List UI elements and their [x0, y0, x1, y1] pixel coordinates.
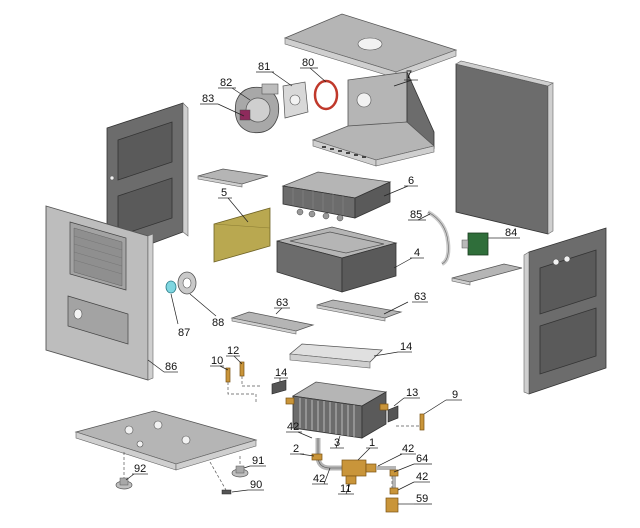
callout-9: 9: [452, 389, 458, 401]
callout-81: 81: [258, 61, 270, 73]
callout-5: 5: [221, 187, 227, 199]
drip-tray: [289, 343, 383, 369]
fan-seal-ring: [313, 79, 339, 111]
combustion-hood: [311, 71, 435, 167]
foot-clip: [209, 461, 232, 495]
callout-86: 86: [165, 361, 177, 373]
flange-plate: [282, 81, 309, 119]
rear-panel: [455, 60, 554, 235]
sight-glass-gasket: [177, 271, 197, 295]
top-cover-plate: [283, 13, 458, 79]
callout-42-a: 42: [287, 421, 299, 433]
callout-59: 59: [416, 493, 428, 505]
callout-42-c: 42: [313, 473, 325, 485]
sight-glass: [165, 280, 177, 294]
callout-92: 92: [134, 463, 146, 475]
callout-64: 64: [416, 453, 428, 465]
callout-42-b: 42: [402, 443, 414, 455]
callout-91: 91: [252, 455, 264, 467]
pressure-sensor: [396, 413, 425, 431]
callout-10: 10: [211, 355, 223, 367]
callout-42-d: 42: [416, 471, 428, 483]
burner-box: [276, 226, 398, 293]
callout-4: 4: [414, 247, 420, 259]
callout-1: 1: [369, 437, 375, 449]
thermostat-bracket: [387, 405, 399, 423]
burner-strip-left: [230, 311, 315, 335]
left-side-panel: [106, 102, 189, 261]
front-door-panel: [45, 205, 154, 381]
right-shelf: [451, 263, 523, 286]
temperature-sensors: [225, 361, 260, 402]
sensor-bracket: [271, 379, 287, 395]
callout-7: 7: [406, 69, 412, 81]
control-module: [461, 232, 489, 256]
insulation-panel: [213, 207, 271, 263]
callout-63-right: 63: [414, 291, 426, 303]
upper-shelf-bracket: [197, 168, 269, 188]
callout-82: 82: [220, 77, 232, 89]
primary-heat-exchanger: [285, 381, 389, 439]
callout-83: 83: [202, 93, 214, 105]
callout-13: 13: [406, 387, 418, 399]
base-plate: [74, 410, 258, 471]
callout-87: 87: [178, 327, 190, 339]
callout-85: 85: [410, 209, 422, 221]
right-side-panel: [523, 227, 607, 395]
foot-left: [115, 452, 133, 490]
heat-exchanger: [281, 171, 392, 222]
callout-14-tray: 14: [400, 341, 412, 353]
callout-11: 11: [340, 483, 351, 495]
callout-80: 80: [302, 57, 314, 69]
callout-14-bracket: 14: [275, 367, 287, 379]
callout-6: 6: [408, 175, 414, 187]
callout-88: 88: [212, 317, 224, 329]
callout-2: 2: [293, 443, 299, 455]
foot-right: [231, 456, 249, 478]
sensor-tube: [426, 210, 451, 266]
callout-12: 12: [227, 345, 239, 357]
callout-63-left: 63: [276, 297, 288, 309]
combustion-fan: [234, 83, 280, 134]
callout-3: 3: [334, 437, 340, 449]
callout-84: 84: [505, 227, 517, 239]
burner-strip-right: [316, 299, 403, 322]
callout-90: 90: [250, 479, 262, 491]
